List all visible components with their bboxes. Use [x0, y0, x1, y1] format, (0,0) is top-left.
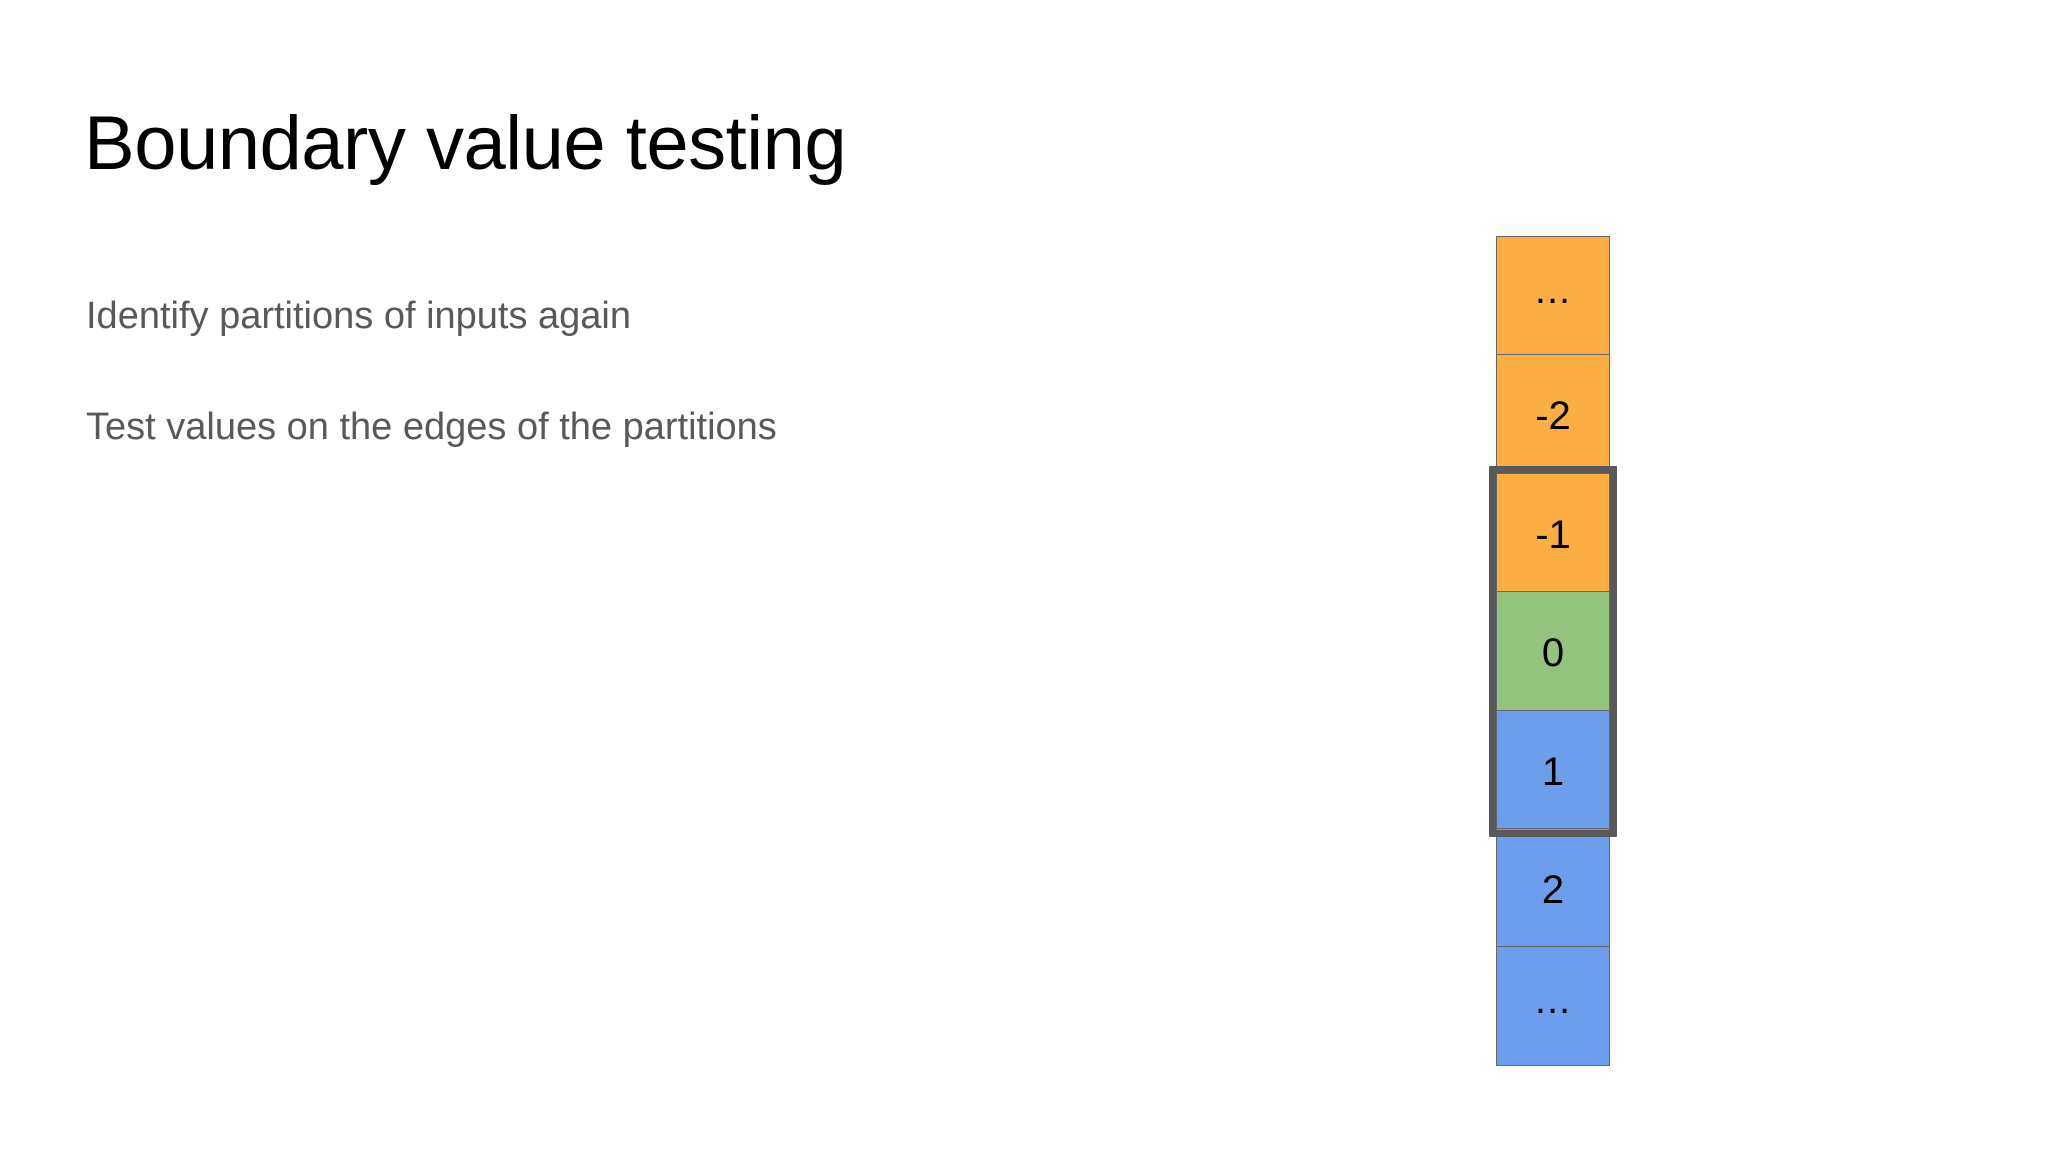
body-line-2: Test values on the edges of the partitio… — [86, 405, 777, 448]
body-text-block: Identify partitions of inputs again Test… — [86, 292, 1286, 451]
partition-cell-label: 0 — [1541, 631, 1565, 676]
partition-cell: ... — [1496, 946, 1610, 1067]
partition-cell-boundary-low: -1 — [1496, 472, 1610, 593]
partition-cell: -2 — [1496, 354, 1610, 475]
partition-cell-label: ... — [1534, 978, 1572, 1023]
partition-cell-label: ... — [1534, 268, 1572, 312]
partition-column-diagram: ... -2 -1 0 1 2 ... — [1489, 236, 1617, 1067]
partition-cell-boundary-zero: 0 — [1496, 591, 1610, 712]
partition-cell-boundary-high: 1 — [1496, 709, 1610, 830]
partition-cell-label: 2 — [1541, 868, 1565, 913]
partition-cell: 2 — [1496, 828, 1610, 949]
page-title: Boundary value testing — [84, 101, 847, 186]
body-line-1: Identify partitions of inputs again — [86, 295, 632, 337]
partition-cell-label: 1 — [1541, 749, 1565, 794]
partition-cell: ... — [1496, 236, 1610, 356]
partition-cell-label: -2 — [1535, 394, 1571, 439]
partition-cell-label: -1 — [1535, 512, 1571, 557]
